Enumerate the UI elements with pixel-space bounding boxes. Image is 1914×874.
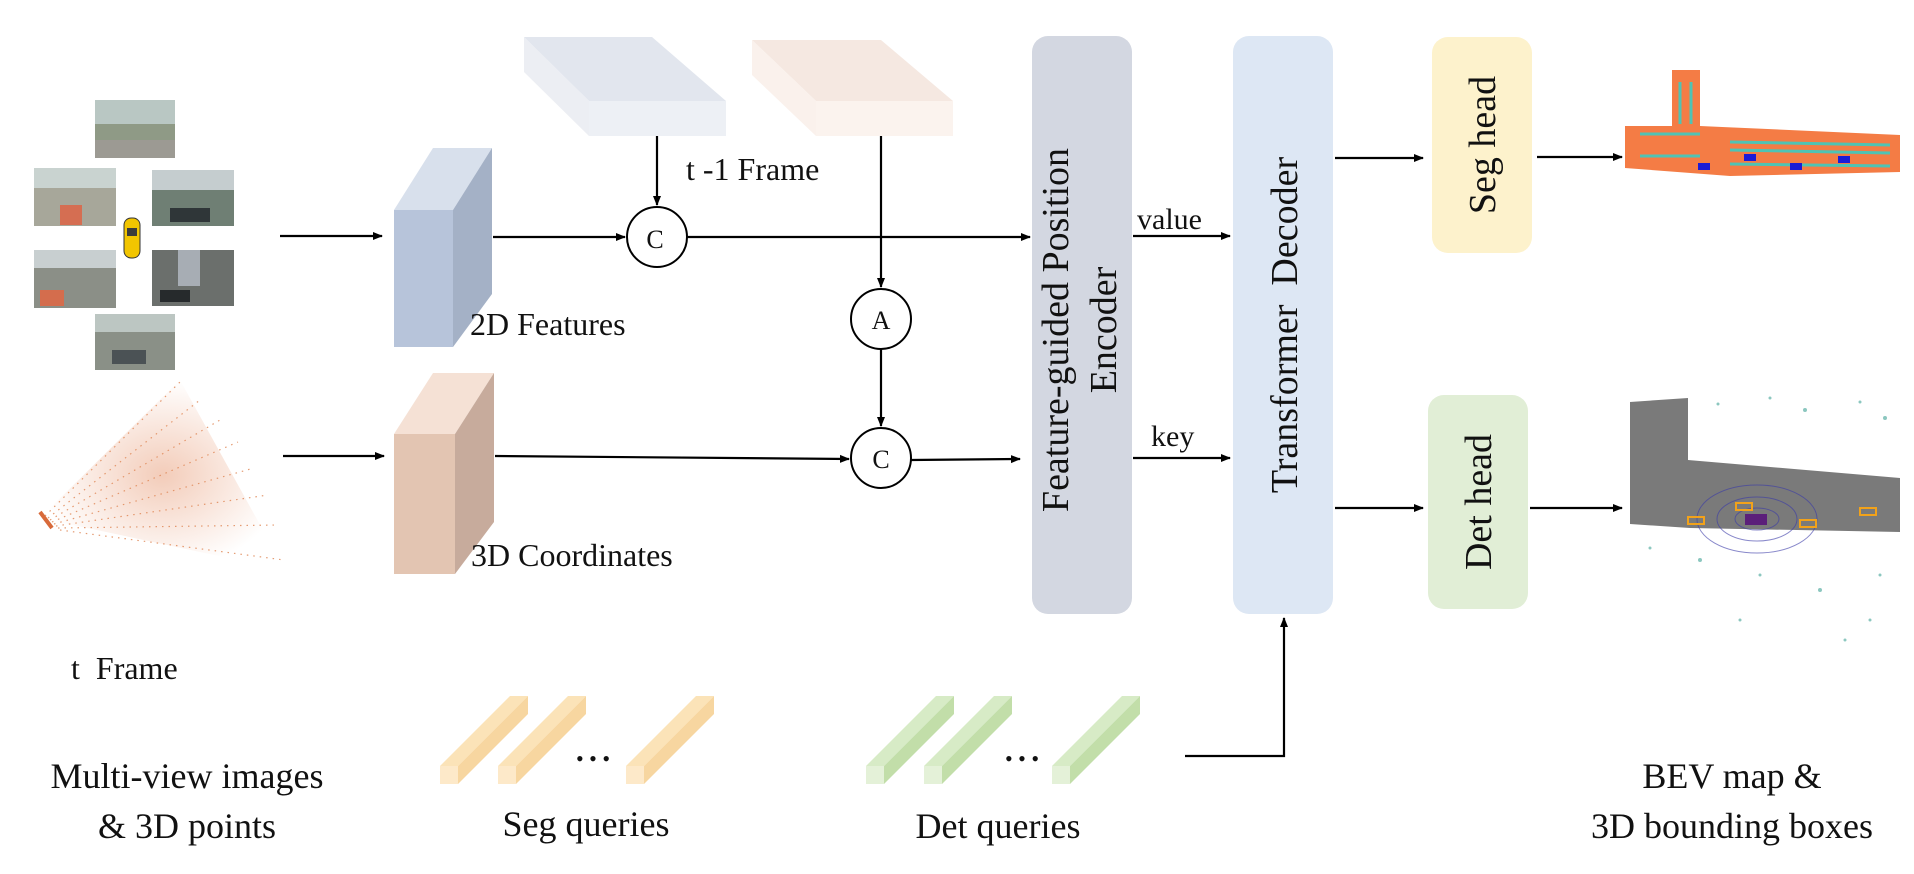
det-queries-label: Det queries: [916, 806, 1081, 846]
seg-head-block: [1432, 37, 1532, 253]
output-caption-line2: 3D bounding boxes: [1591, 806, 1873, 846]
seg-head-label: Seg head: [1462, 76, 1504, 214]
align-symbol: A: [872, 306, 891, 335]
feature-connectors: [493, 136, 1031, 464]
encoder-label-line2: Encoder: [1083, 266, 1125, 393]
concat-top-symbol: C: [646, 225, 663, 254]
prev-frame-label: t -1 Frame: [686, 151, 819, 187]
det-head-block: [1428, 395, 1528, 609]
det-query-3: [1052, 696, 1140, 784]
multi-view-images: [34, 100, 234, 370]
seg-query-1: [440, 696, 528, 784]
det-query-2: [924, 696, 1012, 784]
bev-segmentation-map: [1625, 70, 1900, 176]
det-query-1: [866, 696, 954, 784]
concat-node-bottom: [850, 427, 912, 489]
seg-query-2: [498, 696, 586, 784]
coords-3d-block: [394, 373, 494, 574]
decoder-label: Transformer Decoder: [1264, 157, 1306, 494]
seg-queries: [440, 696, 714, 784]
det-queries-ellipsis: • • •: [1005, 746, 1039, 771]
prev-frame-features-2d: [524, 37, 726, 136]
det-head-label: Det head: [1458, 434, 1500, 570]
ego-car-icon: [123, 217, 141, 259]
camera-image-front-left: [34, 168, 116, 226]
encoder-label-line1: Feature-guided Position: [1035, 148, 1077, 512]
seg-queries-ellipsis: • • •: [576, 746, 610, 771]
value-edge-label: value: [1137, 203, 1202, 236]
transformer-decoder-block: [1233, 36, 1333, 614]
key-edge-label: key: [1151, 420, 1194, 453]
camera-image-front-right: [152, 170, 234, 226]
point-cloud-3d: [38, 380, 285, 570]
camera-image-back-right: [152, 250, 234, 306]
current-frame-label: t Frame: [71, 650, 178, 686]
input-arrows: [280, 232, 385, 460]
camera-image-back: [95, 314, 175, 370]
features-2d-block: [394, 148, 492, 347]
prev-frame-coords-3d: [752, 40, 953, 136]
position-encoder-block: [1032, 36, 1132, 614]
det-queries: [866, 696, 1140, 784]
input-caption-line1: Multi-view images: [51, 756, 324, 796]
bev-detection-lidar-map: [1630, 396, 1900, 642]
output-caption-line1: BEV map &: [1642, 756, 1821, 796]
input-caption-line2: & 3D points: [98, 806, 276, 846]
coords-3d-label: 3D Coordinates: [471, 537, 673, 573]
features-2d-label: 2D Features: [470, 306, 626, 342]
concat-bottom-symbol: C: [872, 445, 889, 474]
camera-image-back-left: [34, 250, 116, 308]
seg-queries-label: Seg queries: [503, 804, 670, 844]
camera-image-front: [95, 100, 175, 158]
seg-query-3: [626, 696, 714, 784]
encoder-decoder-connectors: [1133, 153, 1623, 758]
